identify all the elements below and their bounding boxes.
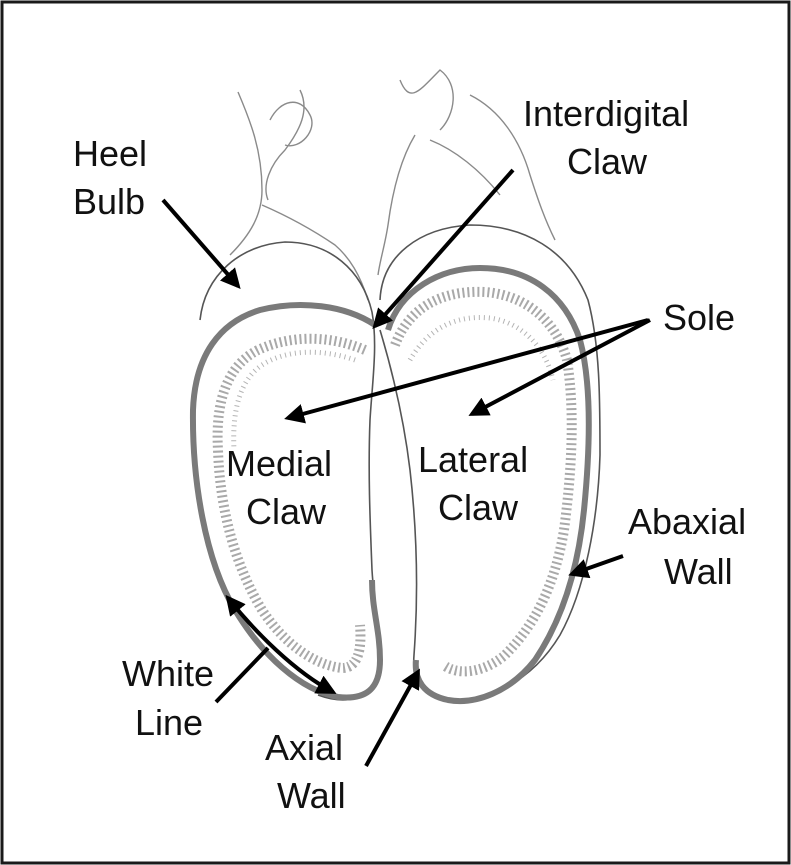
label-heel: Heel [73,133,147,174]
label-interdigital-claw: Claw [567,141,648,182]
label-axial: Axial [265,727,343,768]
label-lateral: Lateral [418,439,528,480]
label-sole: Sole [663,297,735,338]
label-bulb: Bulb [73,181,145,222]
label-axial-wall: Wall [277,775,346,816]
label-medial: Medial [226,443,332,484]
label-interdigital: Interdigital [523,93,689,134]
label-abaxial: Abaxial [628,501,746,542]
label-lateral-claw: Claw [438,487,519,528]
label-white-line: Line [135,702,203,743]
label-abaxial-wall: Wall [664,551,733,592]
label-white: White [122,653,214,694]
label-medial-claw: Claw [246,491,327,532]
